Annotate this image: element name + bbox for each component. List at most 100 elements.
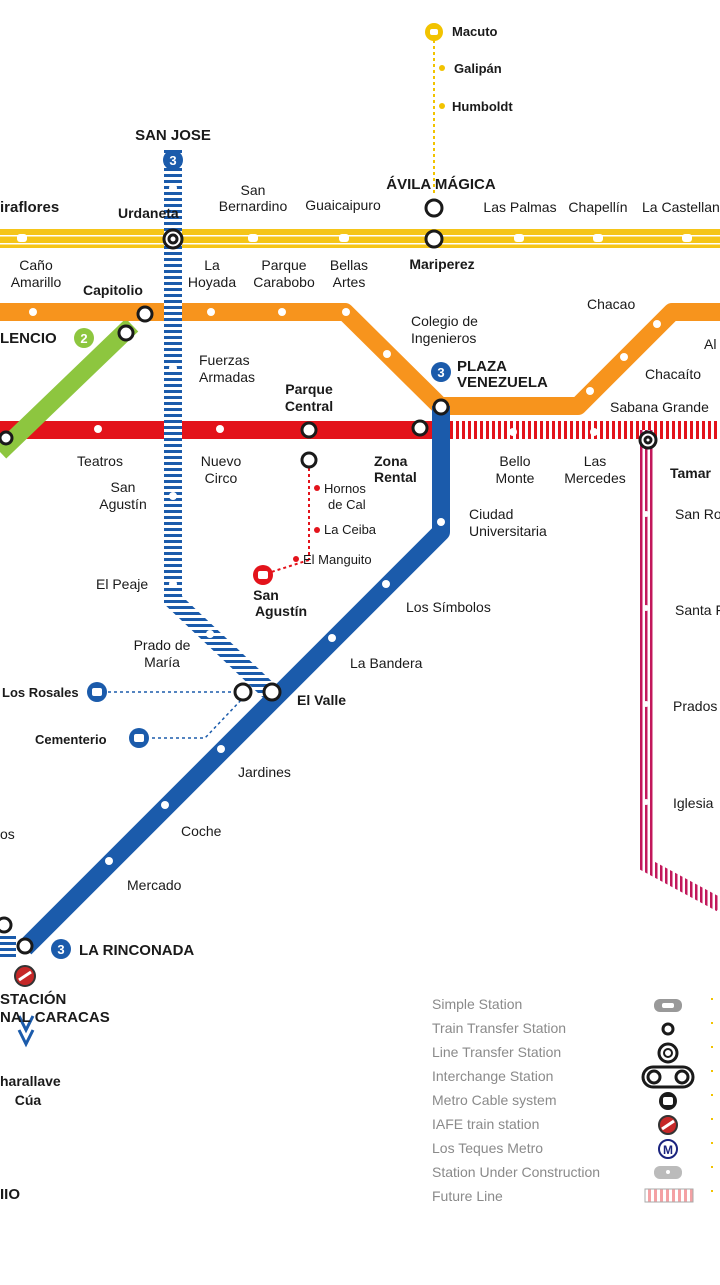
svg-text:Artes: Artes — [333, 274, 366, 290]
legend-los-teques-icon — [658, 1139, 678, 1159]
svg-text:El Peaje: El Peaje — [96, 576, 148, 592]
legend-interchange: Interchange Station — [432, 1068, 553, 1084]
svg-text:Teatros: Teatros — [77, 453, 123, 469]
svg-text:Mercado: Mercado — [127, 877, 182, 893]
legend-los-teques: Los Teques Metro — [432, 1140, 543, 1156]
svg-text:San: San — [111, 479, 136, 495]
svg-text:Los Símbolos: Los Símbolos — [406, 599, 491, 615]
svg-text:Cementerio: Cementerio — [35, 732, 107, 747]
line-3-stub — [0, 936, 16, 958]
svg-text:3: 3 — [437, 365, 444, 380]
simple-stations — [17, 184, 692, 865]
svg-text:LENCIO: LENCIO — [0, 330, 57, 347]
line-3-badge-plaza — [431, 362, 451, 382]
svg-text:Fuerzas: Fuerzas — [199, 352, 250, 368]
label-galipan: Galipán — [454, 61, 502, 76]
svg-text:os: os — [0, 826, 15, 842]
svg-text:Amarillo: Amarillo — [11, 274, 62, 290]
line-4-track — [0, 303, 720, 415]
svg-text:El Manguito: El Manguito — [303, 552, 372, 567]
svg-text:Cúa: Cúa — [15, 1092, 42, 1108]
svg-text:Colegio de: Colegio de — [411, 313, 478, 329]
svg-text:La: La — [204, 257, 220, 273]
svg-text:Chacao: Chacao — [587, 296, 635, 312]
svg-text:Armadas: Armadas — [199, 369, 255, 385]
svg-text:Central: Central — [285, 398, 333, 414]
svg-text:3: 3 — [57, 942, 64, 957]
legend: Simple Station Train Transfer Station Li… — [432, 996, 713, 1205]
svg-text:Bellas: Bellas — [330, 257, 368, 273]
svg-text:San: San — [241, 182, 266, 198]
svg-text:Al: Al — [704, 336, 716, 352]
svg-text:Capitolio: Capitolio — [83, 282, 143, 298]
label-humboldt: Humboldt — [452, 99, 513, 114]
line-2-track — [0, 318, 139, 459]
line-2-badge — [74, 328, 94, 348]
svg-text:IIO: IIO — [0, 1186, 20, 1203]
svg-text:Carabobo: Carabobo — [253, 274, 315, 290]
svg-text:Agustín: Agustín — [255, 603, 307, 619]
svg-text:M: M — [663, 1143, 673, 1157]
line-5-track — [0, 229, 720, 248]
legend-line-transfer: Line Transfer Station — [432, 1044, 561, 1060]
svg-text:La Ceiba: La Ceiba — [324, 522, 377, 537]
line-1-track — [0, 421, 450, 439]
svg-text:Jardines: Jardines — [238, 764, 291, 780]
svg-text:Parque: Parque — [285, 381, 333, 397]
line-3-badge-san-jose — [163, 150, 183, 170]
line-3-badge-rinconada — [51, 939, 71, 959]
line-3-future-track — [164, 150, 277, 699]
svg-text:San: San — [253, 587, 279, 603]
svg-text:Mercedes: Mercedes — [564, 470, 625, 486]
label-urdaneta: Urdaneta — [118, 205, 179, 221]
legend-train-transfer: Train Transfer Station — [432, 1020, 566, 1036]
svg-text:Sabana Grande: Sabana Grande — [610, 399, 709, 415]
svg-text:María: María — [144, 654, 180, 670]
svg-text:PLAZA: PLAZA — [457, 358, 507, 375]
svg-text:La Castellan: La Castellan — [642, 199, 720, 215]
legend-under-construction: Station Under Construction — [432, 1164, 600, 1180]
svg-text:harallave: harallave — [0, 1073, 61, 1089]
svg-text:Agustín: Agustín — [99, 496, 146, 512]
line-3-track — [18, 406, 450, 955]
svg-text:Universitaria: Universitaria — [469, 523, 547, 539]
svg-text:Iglesia: Iglesia — [673, 795, 714, 811]
svg-text:Guaicaipuro: Guaicaipuro — [305, 197, 381, 213]
line-magenta-track — [639, 430, 720, 912]
legend-train-transfer-icon — [661, 1022, 675, 1036]
legend-simple-station: Simple Station — [432, 996, 522, 1012]
svg-text:VENEZUELA: VENEZUELA — [457, 374, 548, 391]
svg-text:Circo: Circo — [205, 470, 238, 486]
label-macuto: Macuto — [452, 24, 498, 39]
svg-text:Las Palmas: Las Palmas — [483, 199, 556, 215]
svg-text:Coche: Coche — [181, 823, 222, 839]
svg-text:LA RINCONADA: LA RINCONADA — [79, 942, 194, 959]
legend-iafe: IAFE train station — [432, 1116, 539, 1132]
svg-text:Zona: Zona — [374, 453, 408, 469]
svg-text:San Ro: San Ro — [675, 506, 720, 522]
legend-future-line-icon — [645, 1189, 693, 1202]
label-san-jose: SAN JOSE — [135, 127, 211, 144]
svg-text:Prados: Prados — [673, 698, 717, 714]
svg-text:Ingenieros: Ingenieros — [411, 330, 476, 346]
svg-text:de Cal: de Cal — [328, 497, 366, 512]
line-1-future-track — [450, 421, 720, 439]
svg-text:Prado de: Prado de — [134, 637, 191, 653]
legend-interchange-icon — [641, 1065, 695, 1089]
line-badges: 3 2 3 3 — [51, 150, 451, 959]
svg-text:La Bandera: La Bandera — [350, 655, 423, 671]
svg-text:Monte: Monte — [496, 470, 535, 486]
cable-stations — [293, 65, 445, 562]
svg-text:Hoyada: Hoyada — [188, 274, 236, 290]
label-avila: ÁVILA MÁGICA — [386, 176, 496, 193]
svg-text:STACIÓN: STACIÓN — [0, 990, 66, 1008]
svg-text:Ciudad: Ciudad — [469, 506, 513, 522]
svg-text:NAL CARACAS: NAL CARACAS — [0, 1009, 110, 1026]
transfer-stations — [0, 198, 658, 955]
svg-text:Bello: Bello — [499, 453, 530, 469]
svg-text:El Valle: El Valle — [297, 692, 346, 708]
svg-text:Rental: Rental — [374, 469, 417, 485]
svg-text:Mariperez: Mariperez — [409, 256, 474, 272]
